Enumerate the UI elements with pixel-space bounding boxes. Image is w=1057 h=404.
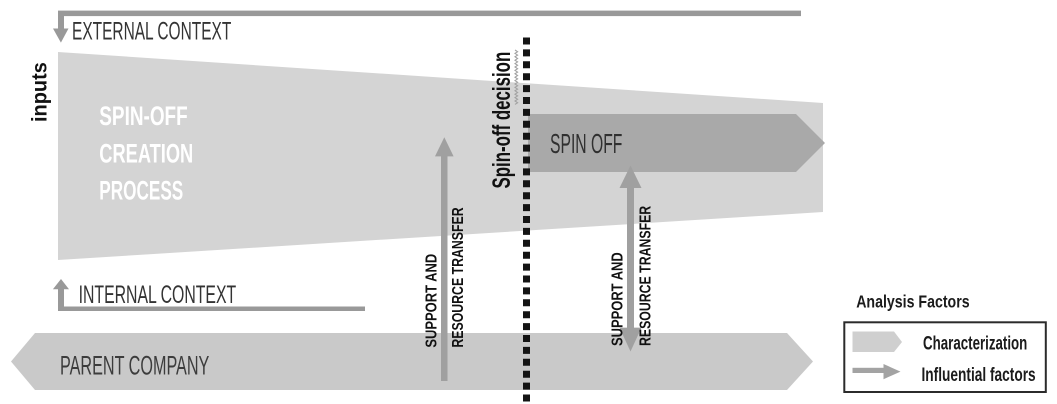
svg-text:CREATION: CREATION	[99, 138, 193, 168]
svg-text:SUPPORT AND: SUPPORT AND	[609, 252, 627, 346]
svg-text:SPIN OFF: SPIN OFF	[550, 127, 622, 159]
svg-text:Spin-off decision: Spin-off decision	[488, 52, 516, 189]
svg-text:EXTERNAL CONTEXT: EXTERNAL CONTEXT	[72, 18, 232, 46]
svg-text:SUPPORT AND: SUPPORT AND	[423, 254, 441, 348]
svg-text:PROCESS: PROCESS	[99, 176, 183, 206]
svg-text:RESOURCE TRANSFER: RESOURCE TRANSFER	[450, 207, 468, 348]
svg-text:PARENT COMPANY: PARENT COMPANY	[60, 350, 209, 380]
svg-text:SPIN-OFF: SPIN-OFF	[99, 100, 187, 130]
svg-text:inputs: inputs	[28, 62, 52, 122]
svg-text:Analysis Factors: Analysis Factors	[856, 292, 969, 312]
svg-text:RESOURCE TRANSFER: RESOURCE TRANSFER	[637, 205, 655, 346]
svg-text:INTERNAL CONTEXT: INTERNAL CONTEXT	[79, 281, 237, 308]
svg-text:Characterization: Characterization	[923, 332, 1027, 354]
svg-text:Influential factors: Influential factors	[922, 363, 1036, 385]
